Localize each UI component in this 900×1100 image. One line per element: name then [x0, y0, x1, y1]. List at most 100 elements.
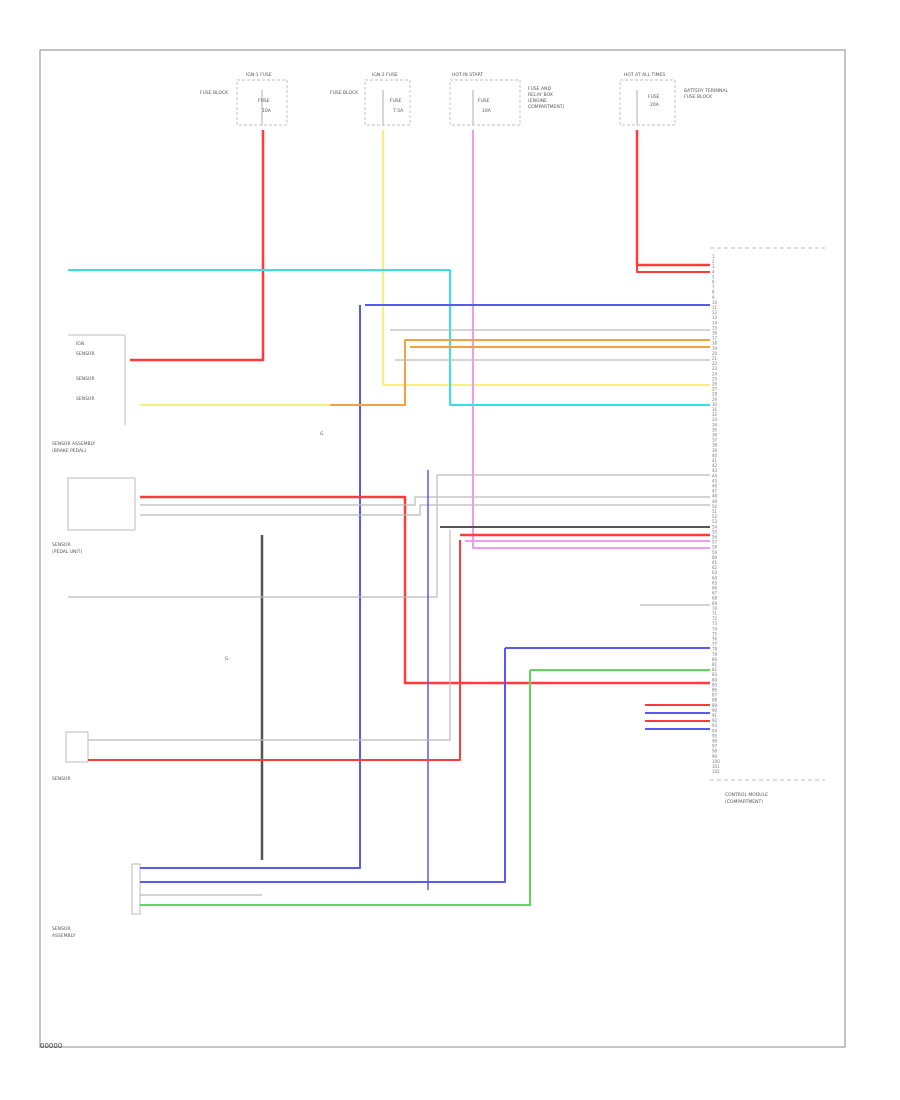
pin-number: 92: [712, 718, 718, 723]
pin-number: 46: [712, 484, 718, 489]
pin-number: 57: [712, 540, 718, 545]
pin-number: 68: [712, 596, 718, 601]
svg-text:IGN: IGN: [76, 341, 84, 347]
pin-number: 6: [712, 280, 715, 285]
pin-number: 33: [712, 417, 718, 422]
pin-number: 54: [712, 524, 718, 529]
svg-text:(ENGINE: (ENGINE: [528, 98, 547, 104]
svg-text:IGN-2 FUSE: IGN-2 FUSE: [372, 72, 398, 78]
fuse-box-2: IGN-2 FUSE FUSE BLOCK FUSE 7.5A: [330, 72, 411, 126]
svg-text:HOT AT ALL TIMES: HOT AT ALL TIMES: [624, 72, 665, 78]
pin-number: 1: [712, 254, 715, 259]
pin-number: 85: [712, 682, 718, 687]
pin-number: 18: [712, 341, 718, 346]
pin-number: 93: [712, 723, 718, 728]
pin-number: 61: [712, 560, 718, 565]
fuse-box-1: IGN-1 FUSE FUSE BLOCK FUSE 10A: [200, 72, 288, 126]
diagram-frame: [39, 49, 846, 1048]
pin-number: 96: [712, 739, 718, 744]
svg-text:SENSOR: SENSOR: [76, 396, 95, 402]
svg-text:FUSE BLOCK: FUSE BLOCK: [200, 90, 229, 96]
pin-number: 22: [712, 361, 718, 366]
svg-text:CONTROL MODULE: CONTROL MODULE: [725, 792, 768, 798]
pin-number: 39: [712, 448, 718, 453]
pin-number: 35: [712, 427, 718, 432]
pin-number: 67: [712, 591, 718, 596]
pin-number: 34: [712, 422, 718, 427]
pin-number: 94: [712, 728, 718, 733]
wire-red-sensor: [88, 540, 461, 761]
svg-text:(BRAKE PEDAL): (BRAKE PEDAL): [52, 448, 87, 454]
pin-number: 98: [712, 749, 718, 754]
svg-text:G: G: [320, 431, 324, 437]
pin-number: 42: [712, 463, 718, 468]
pin-number: 27: [712, 387, 718, 392]
pin-number: 52: [712, 514, 718, 519]
pin-number: 45: [712, 478, 718, 483]
svg-text:RELAY BOX: RELAY BOX: [528, 92, 553, 98]
pin-number: 40: [712, 453, 718, 458]
pin-number: 12: [712, 310, 718, 315]
pin-number: 11: [712, 305, 718, 310]
left-component-3: SENSOR: [52, 731, 89, 782]
pin-number: 95: [712, 733, 718, 738]
pin-number: 55: [712, 529, 718, 534]
svg-text:FUSE: FUSE: [390, 98, 402, 104]
pin-number: 32: [712, 412, 718, 417]
wire-blue-3: [140, 648, 506, 883]
svg-text:(COMPARTMENT): (COMPARTMENT): [725, 799, 763, 805]
pin-number: 75: [712, 631, 718, 636]
wire-red-fuse1: [130, 130, 265, 362]
wire-red-fuse4b: [636, 265, 710, 273]
pin-number: 47: [712, 489, 718, 494]
pin-number: 41: [712, 458, 718, 463]
svg-text:SENSOR: SENSOR: [52, 776, 71, 782]
pin-number: 20: [712, 351, 718, 356]
pin-number: 82: [712, 667, 718, 672]
pin-number: 81: [712, 662, 718, 667]
svg-text:(PEDAL UNIT): (PEDAL UNIT): [52, 549, 82, 555]
svg-text:FUSE AND: FUSE AND: [528, 86, 551, 92]
pin-number: 64: [712, 575, 718, 580]
wire-green-2: [140, 670, 531, 906]
svg-text:FUSE BLOCK: FUSE BLOCK: [330, 90, 359, 96]
pin-number: 26: [712, 382, 718, 387]
diagram-code: 00000: [40, 1042, 63, 1050]
wire-red-fuse4: [635, 130, 710, 267]
wire-yellow-fuse2: [382, 130, 710, 386]
pin-number: 60: [712, 555, 718, 560]
wire-gray-5: [68, 474, 710, 598]
pin-number: 80: [712, 657, 718, 662]
pin-number: 62: [712, 565, 718, 570]
pin-number: 16: [712, 331, 718, 336]
left-component-4: SENSOR ASSEMBLY: [52, 863, 141, 939]
pin-number: 28: [712, 392, 718, 397]
pin-number: 37: [712, 438, 718, 443]
wire-cyan: [68, 269, 710, 406]
wire-orange-1: [140, 339, 710, 406]
pin-number: 30: [712, 402, 718, 407]
pin-number: 74: [712, 626, 718, 631]
pin-number: 24: [712, 371, 718, 376]
wire-pink-fuse3: [472, 130, 710, 549]
wire-gray-4: [140, 504, 710, 516]
svg-text:10A: 10A: [482, 108, 492, 114]
pin-number: 76: [712, 637, 718, 642]
pin-number: 23: [712, 366, 718, 371]
fuse-box-3: HOT IN START FUSE 10A FUSE AND RELAY BOX…: [449, 72, 564, 126]
pin-number: 25: [712, 376, 718, 381]
pin-number: 51: [712, 509, 718, 514]
pin-number: 87: [712, 693, 718, 698]
svg-text:COMPARTMENT): COMPARTMENT): [528, 104, 564, 110]
pin-number: 58: [712, 545, 718, 550]
pin-number: 13: [712, 315, 718, 320]
svg-text:ASSEMBLY: ASSEMBLY: [52, 933, 76, 939]
svg-text:20A: 20A: [650, 102, 660, 108]
pin-number: 43: [712, 468, 718, 473]
svg-text:SENSOR: SENSOR: [76, 376, 95, 382]
pin-number: 100: [712, 759, 720, 764]
fuse-box-4: HOT AT ALL TIMES FUSE 20A BATTERY TERMIN…: [619, 72, 728, 126]
wire-blue-long: [140, 305, 361, 869]
svg-text:FUSE BLOCK: FUSE BLOCK: [684, 94, 713, 100]
